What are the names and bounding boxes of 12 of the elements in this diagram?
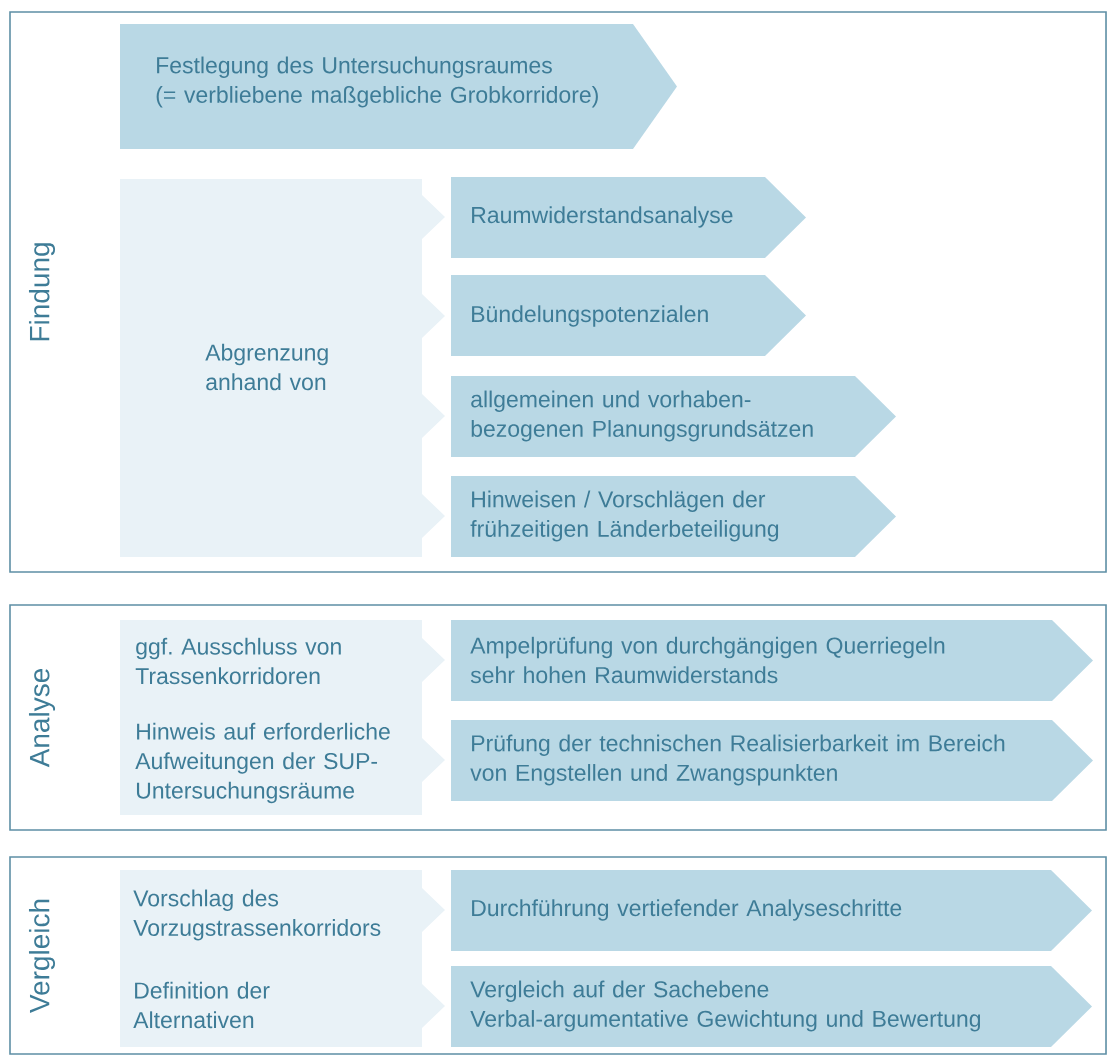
arrow-box: Hinweisen / Vorschlägen der frühzeitigen Länderbeteiligung: [451, 476, 896, 557]
arrow-box: Bündelungspotenzialen: [451, 275, 806, 356]
arrow-box: Prüfung der technischen Realisierbarkeit im Bereich von Engstellen und Zwangspunkten: [451, 720, 1093, 801]
arrow-box: Raumwiderstandsanalyse: [451, 177, 806, 258]
arrow-box: Festlegung des Untersuchungsraumes (= verbliebene maßgebliche Grobkorridore): [120, 24, 677, 149]
text-panel: ggf. Ausschluss von Trassenkorridoren Hinweis auf erforderliche Aufweitungen der SUP- Untersuchungsräume: [120, 620, 445, 815]
text-panel: Vorschlag des Vorzugstrassenkorridors Definition der Alternativen: [120, 870, 445, 1047]
text-panel: Abgrenzung anhand von: [120, 179, 445, 557]
arrow-box: allgemeinen und vorhaben- bezogenen Planungsgrundsätzen: [451, 376, 896, 457]
arrow-box: Durchführung vertiefender Analyseschritte: [451, 870, 1092, 951]
arrow-box: Ampelprüfung von durchgängigen Querriegeln sehr hohen Raumwiderstands: [451, 620, 1093, 701]
arrow-box: Vergleich auf der Sachebene Verbal-argumentative Gewichtung und Bewertung: [451, 966, 1092, 1047]
